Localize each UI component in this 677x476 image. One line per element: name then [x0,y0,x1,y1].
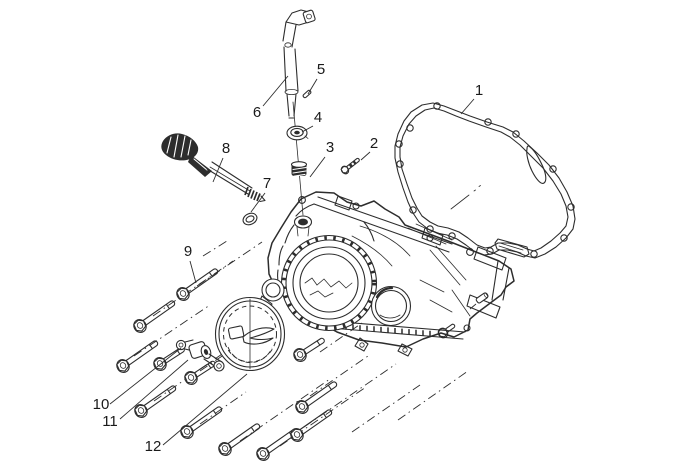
callout-7: 7 [263,175,271,192]
bolt [215,419,264,459]
callout-5: 5 [317,61,325,78]
gasket-bolt-holes [395,102,575,258]
oil-bore-boss [293,215,313,237]
dowel-pin [475,292,489,304]
cable-bracket [175,339,225,372]
callout-4: 4 [314,109,322,126]
wing-emblem [227,325,275,345]
gasket-vent [494,238,530,258]
dipstick-axis-line [292,101,304,216]
callout-11: 11 [102,413,118,430]
callout-12: 12 [145,438,162,455]
callout-1: 1 [475,82,483,99]
callout-2: 2 [370,135,378,152]
dipstick-tube [282,9,316,119]
seal-washer [286,125,309,141]
callout-labels: 1 2 3 4 5 6 7 8 9 10 11 12 [93,61,484,455]
bolt [130,296,179,336]
cover-right-opening [370,285,412,327]
callout-10: 10 [93,396,110,413]
oil-filler-dipstick [161,133,266,203]
callout-8: 8 [222,140,230,157]
cover-gasket [394,102,576,259]
bolt [173,264,222,304]
crankcase-cover [257,191,515,357]
o-ring [242,212,258,226]
callout-6: 6 [253,104,261,121]
bolt [131,381,180,421]
small-bolt [340,157,360,175]
callout-3: 3 [326,139,334,156]
bolt [290,333,329,365]
gasket-slot [526,145,547,184]
spring [290,161,308,177]
clutch-cover-cap [214,296,286,372]
leader-lines [109,75,475,446]
bolt [177,402,226,442]
bolt [181,356,220,388]
clutch-boss [280,234,378,332]
gasket-center-marks [450,185,481,210]
callout-9: 9 [184,243,192,260]
